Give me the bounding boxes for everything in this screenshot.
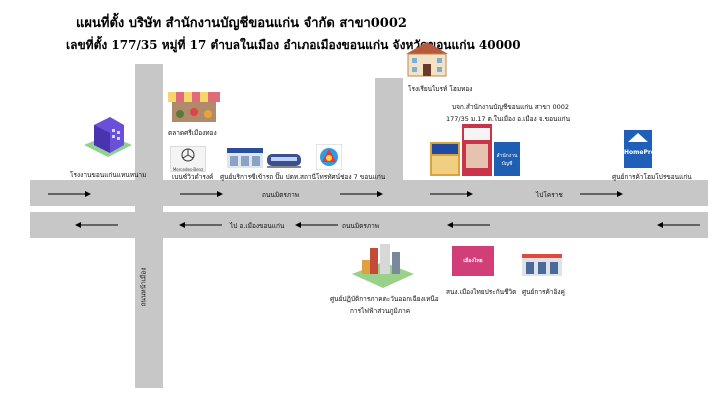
office-label-line-1: บจก.สำนักงานบัญชีขอนแก่น สาขา 0002 bbox=[452, 103, 570, 111]
road-upper bbox=[30, 180, 708, 206]
map-title: แผนที่ตั้ง บริษัท สำนักงานบัญชีขอนแก่น จ… bbox=[76, 16, 407, 31]
road-vertical bbox=[135, 64, 163, 388]
road-upper-label: ถนนมิตรภาพ bbox=[262, 191, 300, 199]
electricity-office-sign: เมืองไทย bbox=[452, 246, 494, 276]
mall-icon bbox=[522, 254, 562, 276]
mercedes-label: เบนซ์วิวดำรงค์ bbox=[172, 173, 214, 181]
hospital-building-icon bbox=[84, 117, 132, 157]
government-center-label-2: การไฟฟ้าส่วนภูมิภาค bbox=[350, 307, 411, 315]
train-label: ปั๊ม ปตท. bbox=[275, 173, 301, 181]
train-icon bbox=[267, 154, 301, 168]
school-label: โรงเรียนไบรท์ โฮมทอง bbox=[408, 85, 473, 93]
road-side bbox=[375, 78, 403, 180]
government-center-icon bbox=[352, 244, 414, 288]
mercedes-logo-text: Mercedes-Benz bbox=[172, 167, 204, 172]
hospital-label: โรงงานขอนแก่นแหนหนาม bbox=[70, 171, 147, 179]
homepro-logo-text: HomePro bbox=[624, 149, 655, 156]
mall-label: ศูนย์การค้าอิงคู่ bbox=[522, 288, 565, 296]
homepro-label: ศูนย์การค้าโฮมโปรขอนแก่น bbox=[612, 173, 692, 181]
office-label-line-2: 177/35 ม.17 ต.ในเมือง อ.เมือง จ.ขอนแก่น bbox=[446, 115, 571, 123]
market-label: ตลาดศรีเมืองทอง bbox=[168, 129, 217, 137]
map-address: เลขที่ตั้ง 177/35 หมู่ที่ 17 ตำบลในเมือง… bbox=[66, 38, 521, 52]
road-lower-label: ถนนมิตรภาพ bbox=[342, 222, 380, 230]
channel-7-label: สถานีโทรทัศน์ช่อง 7 ขอนแก่น bbox=[300, 173, 386, 181]
government-center-label: ศูนย์ปฏิบัติการภาคตะวันออกเฉียงเหนือ bbox=[330, 295, 439, 303]
office-sign-2-icon bbox=[462, 124, 492, 176]
homepro-house-icon bbox=[628, 133, 648, 142]
electricity-office-label: สนง.เมืองไทยประกันชีวิต bbox=[446, 288, 517, 296]
channel-7-logo-icon bbox=[316, 144, 342, 170]
road-upper-direction: ไปโคราช bbox=[536, 191, 563, 199]
car-center-label: ศูนย์บริการซีเข้ารถ bbox=[220, 173, 274, 181]
market-icon bbox=[168, 92, 220, 122]
electricity-office-sign-text: เมืองไทย bbox=[463, 258, 483, 264]
road-vertical-label: ถนนหน้าเมือง bbox=[139, 267, 148, 307]
office-sign-3-text: สำนักงานบัญชี bbox=[496, 153, 518, 167]
office-sign-1-icon bbox=[430, 142, 460, 176]
mercedes-logo-icon bbox=[181, 148, 195, 162]
school-building-icon bbox=[406, 42, 448, 77]
office-sign-3: สำนักงานบัญชี bbox=[494, 142, 520, 176]
mercedes-sign: Mercedes-Benz bbox=[170, 146, 206, 172]
homepro-logo: HomePro bbox=[624, 130, 655, 168]
road-lower-direction: ไป อ.เมืองขอนแก่น bbox=[230, 222, 285, 230]
car-center-icon bbox=[227, 148, 263, 168]
